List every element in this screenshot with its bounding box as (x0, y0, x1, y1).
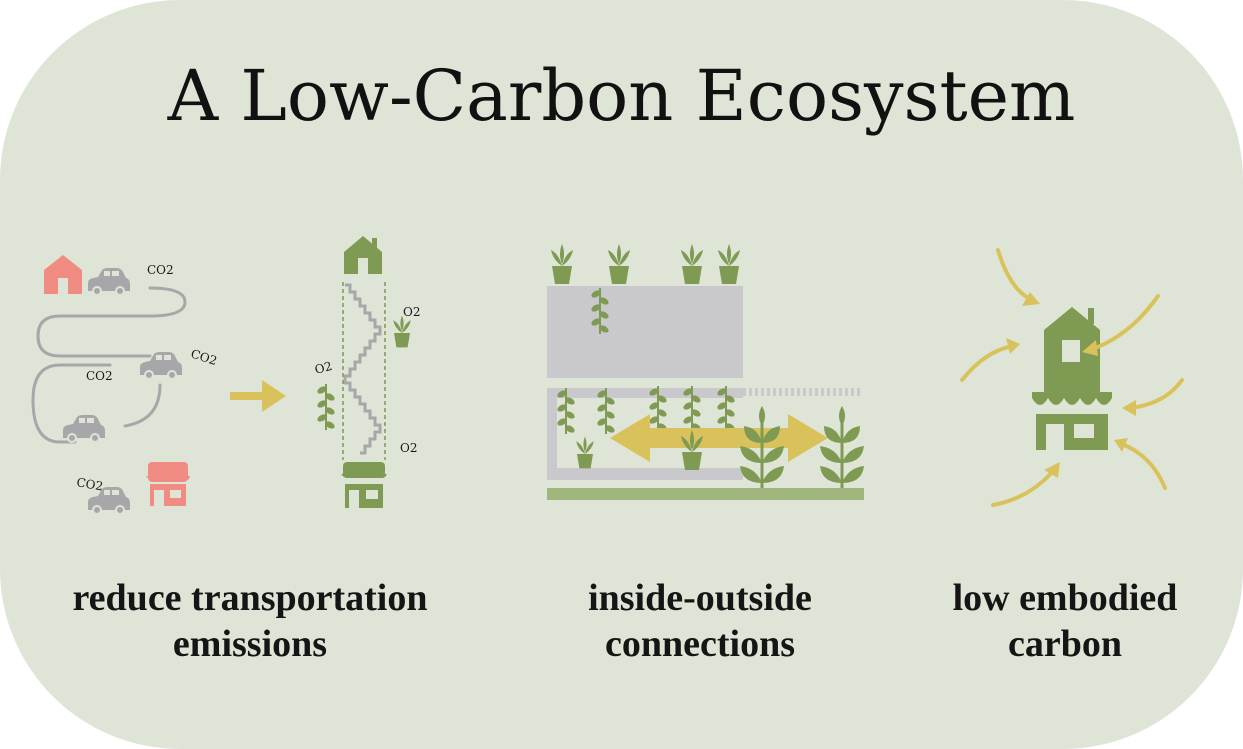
caption-inside-outside: inside-outside connections (520, 575, 880, 667)
caption-line: low embodied (952, 577, 1178, 619)
caption-transport: reduce transportation emissions (30, 575, 470, 667)
transport-panel: CO2 CO2 CO2 CO2 (31, 255, 219, 515)
house-icon (44, 255, 82, 294)
potted-plant-icon (551, 244, 573, 284)
caption-line: reduce transportation (72, 577, 428, 619)
embodied-carbon-panel (960, 248, 1184, 507)
page-title: A Low-Carbon Ecosystem (167, 55, 1076, 137)
potted-plant-icon (681, 244, 703, 284)
stairs-panel: O2 O2 O2 (313, 236, 420, 508)
shop-icon (146, 462, 190, 506)
caption-line: connections (605, 623, 795, 665)
building-section-panel (547, 244, 866, 500)
arrowheads (1006, 292, 1136, 478)
co2-label: CO2 (75, 475, 104, 493)
arrows-inward (960, 248, 1184, 507)
potted-plant-icon (718, 244, 740, 284)
car-icon (62, 414, 106, 443)
caption-line: emissions (172, 623, 328, 665)
caption-line: inside-outside (588, 577, 812, 619)
shop-icon (341, 462, 387, 508)
winding-road (31, 286, 187, 444)
co2-label: CO2 (86, 369, 113, 383)
potted-plant-icon (608, 244, 630, 284)
caption-line: carbon (1008, 623, 1122, 665)
double-arrow-icon (610, 414, 828, 462)
right-arrow-icon (230, 380, 286, 412)
vine-icon (315, 383, 337, 432)
co2-label: CO2 (189, 347, 219, 369)
upper-floor (547, 286, 743, 378)
large-plant-icon (818, 404, 866, 490)
house-icon (344, 236, 382, 274)
caption-embodied-carbon: low embodied carbon (915, 575, 1215, 667)
potted-plant-icon (576, 436, 594, 469)
o2-label: O2 (403, 305, 420, 319)
car-icon (87, 267, 131, 296)
ground (547, 488, 864, 500)
house-icon (1032, 307, 1112, 450)
o2-label: O2 (313, 359, 334, 377)
staircase (343, 283, 382, 455)
o2-label: O2 (400, 441, 417, 455)
co2-label: CO2 (147, 263, 174, 277)
potted-plant-icon (393, 315, 411, 348)
